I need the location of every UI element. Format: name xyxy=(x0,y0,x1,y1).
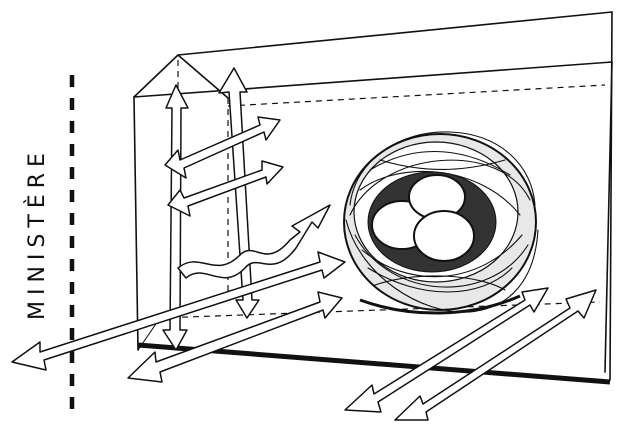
wavy-arrows xyxy=(165,117,330,278)
nest-illustration xyxy=(344,132,538,313)
ministere-label: MINISTÈRE xyxy=(14,95,54,325)
ministere-text: MINISTÈRE xyxy=(24,147,50,320)
egg xyxy=(414,211,474,261)
